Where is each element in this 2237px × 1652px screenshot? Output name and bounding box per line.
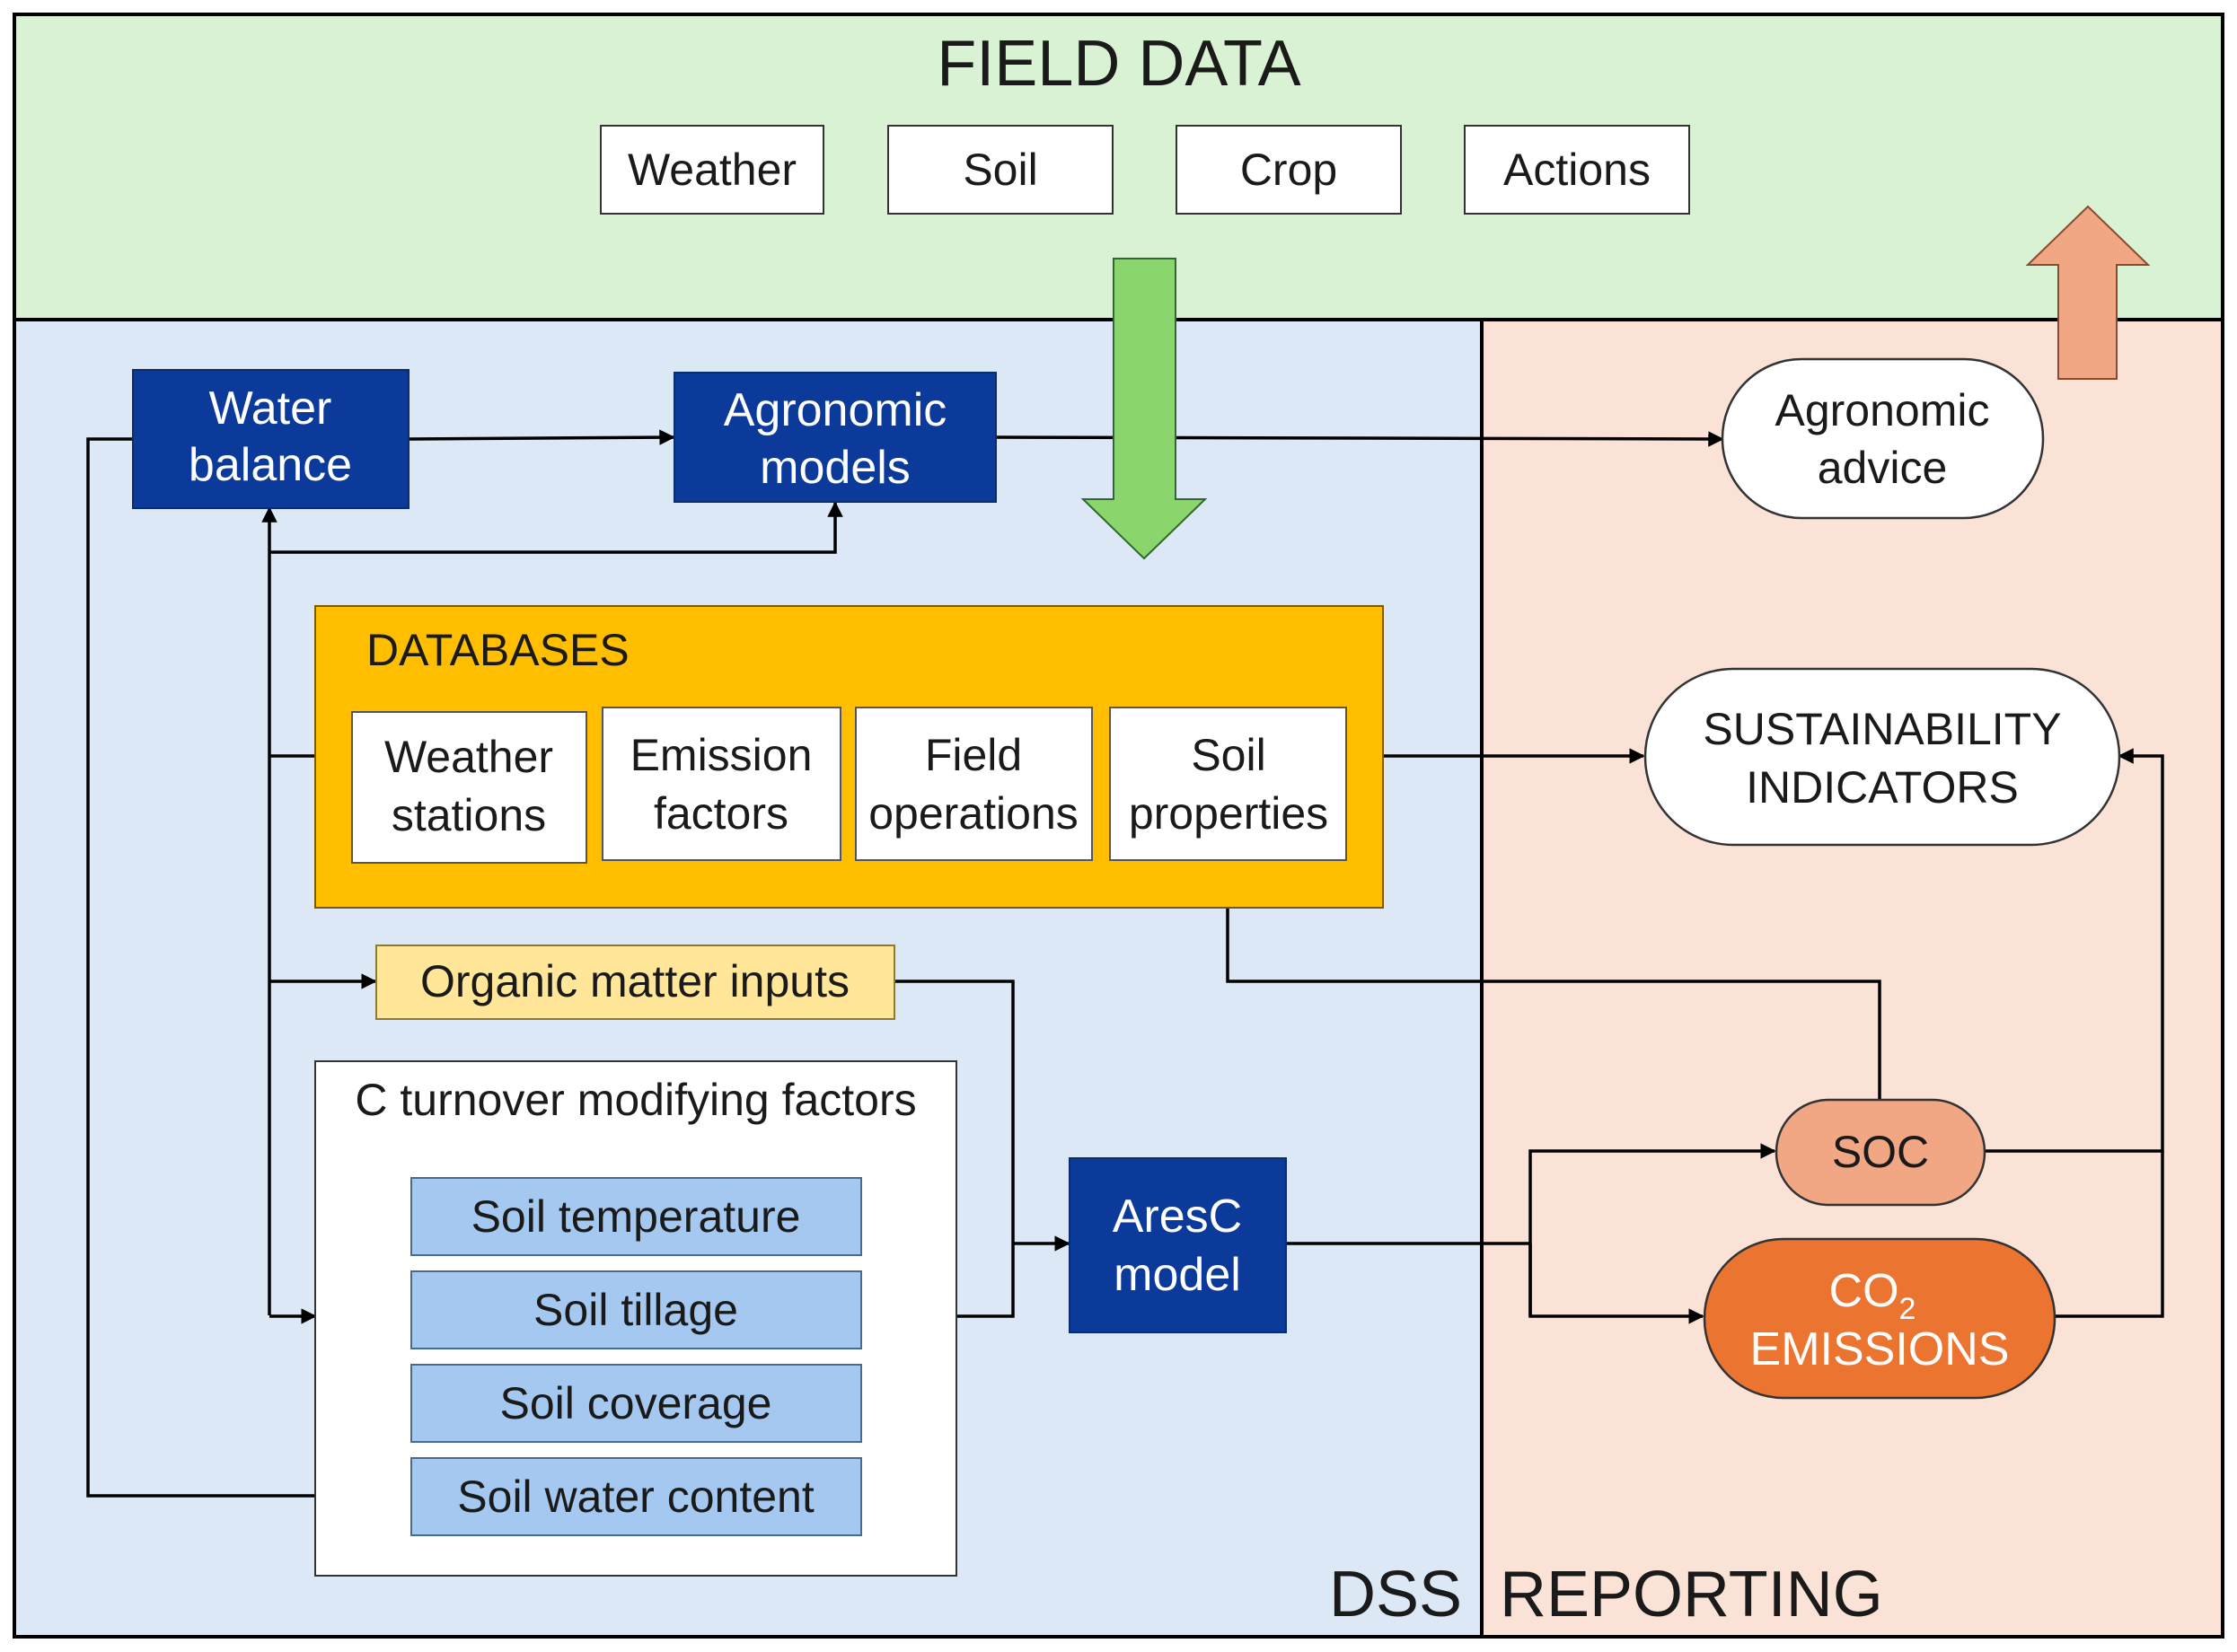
c-turnover-title: C turnover modifying factors <box>355 1075 916 1125</box>
svg-text:EMISSIONS: EMISSIONS <box>1750 1323 2010 1375</box>
co2-emissions-box: CO2 EMISSIONS <box>1703 1237 2056 1400</box>
svg-text:Soil water content: Soil water content <box>457 1472 815 1522</box>
field-item-crop: Crop <box>1176 125 1402 215</box>
arrow-water-to-agronomic <box>409 429 675 445</box>
aresc-model-box: AresC model <box>1069 1157 1287 1333</box>
factor-soil-temperature: Soil temperature <box>410 1177 862 1256</box>
reporting-output-arrow <box>2025 205 2151 380</box>
field-data-title: FIELD DATA <box>937 28 1300 100</box>
svg-text:advice: advice <box>1818 443 1948 493</box>
field-item-weather: Weather <box>600 125 824 215</box>
line-cturnover-to-aresc <box>956 1243 1015 1318</box>
svg-text:Agronomic: Agronomic <box>724 384 947 436</box>
svg-text:AresC: AresC <box>1113 1191 1242 1243</box>
c-turnover-box: C turnover modifying factors Soil temper… <box>314 1060 957 1577</box>
svg-text:Soil coverage: Soil coverage <box>500 1378 772 1428</box>
svg-text:Soil temperature: Soil temperature <box>471 1191 801 1242</box>
svg-text:INDICATORS: INDICATORS <box>1746 762 2019 813</box>
line-co2-to-right <box>2055 1151 2164 1318</box>
svg-text:balance: balance <box>189 439 352 491</box>
reporting-label: REPORTING <box>1500 1559 1883 1630</box>
arrow-trunk-to-agronomic <box>269 501 843 554</box>
factor-soil-coverage: Soil coverage <box>410 1364 862 1443</box>
svg-text:Field: Field <box>925 730 1022 780</box>
svg-text:Weather: Weather <box>628 145 797 195</box>
svg-text:Soil: Soil <box>1191 730 1265 780</box>
svg-text:factors: factors <box>654 788 788 839</box>
svg-text:Emission: Emission <box>630 730 813 780</box>
svg-text:SUSTAINABILITY: SUSTAINABILITY <box>1703 704 2061 754</box>
svg-text:model: model <box>1114 1249 1241 1301</box>
line-organic-to-aresc <box>894 980 1015 1243</box>
svg-text:properties: properties <box>1129 788 1328 839</box>
factor-soil-tillage: Soil tillage <box>410 1270 862 1349</box>
svg-text:SOC: SOC <box>1832 1127 1929 1177</box>
svg-text:Weather: Weather <box>384 732 553 782</box>
arrow-soc-co2-to-sustainability <box>1985 748 2164 1153</box>
db-soil-properties: Soil properties <box>1109 707 1347 861</box>
arrow-agronomic-to-advice <box>996 431 1724 447</box>
sustainability-indicators-box: SUSTAINABILITY INDICATORS <box>1643 667 2121 847</box>
svg-text:Agronomic: Agronomic <box>1775 385 1990 435</box>
svg-text:Crop: Crop <box>1240 145 1337 195</box>
water-balance-box: Water balance <box>132 369 410 509</box>
arrow-aresc-to-co2 <box>1528 1243 1704 1324</box>
field-item-soil: Soil <box>887 125 1114 215</box>
field-item-actions: Actions <box>1464 125 1690 215</box>
soc-box: SOC <box>1775 1098 1986 1207</box>
dss-label: DSS <box>1329 1559 1462 1630</box>
databases-title: DATABASES <box>366 625 630 675</box>
svg-text:models: models <box>760 442 911 494</box>
svg-text:CO2: CO2 <box>1829 1265 1916 1326</box>
agronomic-advice-box: Agronomic advice <box>1721 357 2045 520</box>
arrow-water-to-soil-water-content <box>86 437 413 1504</box>
organic-matter-inputs-box: Organic matter inputs <box>375 945 895 1020</box>
field-data-input-arrow <box>1080 258 1208 560</box>
svg-text:operations: operations <box>868 788 1079 839</box>
svg-text:Organic matter inputs: Organic matter inputs <box>420 956 850 1006</box>
reporting-panel <box>1480 318 2224 1639</box>
agronomic-models-box: Agronomic models <box>674 372 997 503</box>
svg-text:stations: stations <box>392 790 546 840</box>
db-field-operations: Field operations <box>855 707 1093 861</box>
svg-text:Water: Water <box>209 382 332 435</box>
svg-text:Soil: Soil <box>963 145 1037 195</box>
arrow-soc-to-soil-properties <box>1220 858 1881 1100</box>
factor-soil-water-content: Soil water content <box>410 1457 862 1536</box>
databases-box: DATABASES Weather stations Emission fact… <box>314 605 1384 909</box>
svg-text:Soil tillage: Soil tillage <box>533 1285 738 1335</box>
db-emission-factors: Emission factors <box>602 707 841 861</box>
svg-text:Actions: Actions <box>1503 145 1651 195</box>
db-weather-stations: Weather stations <box>351 711 587 864</box>
